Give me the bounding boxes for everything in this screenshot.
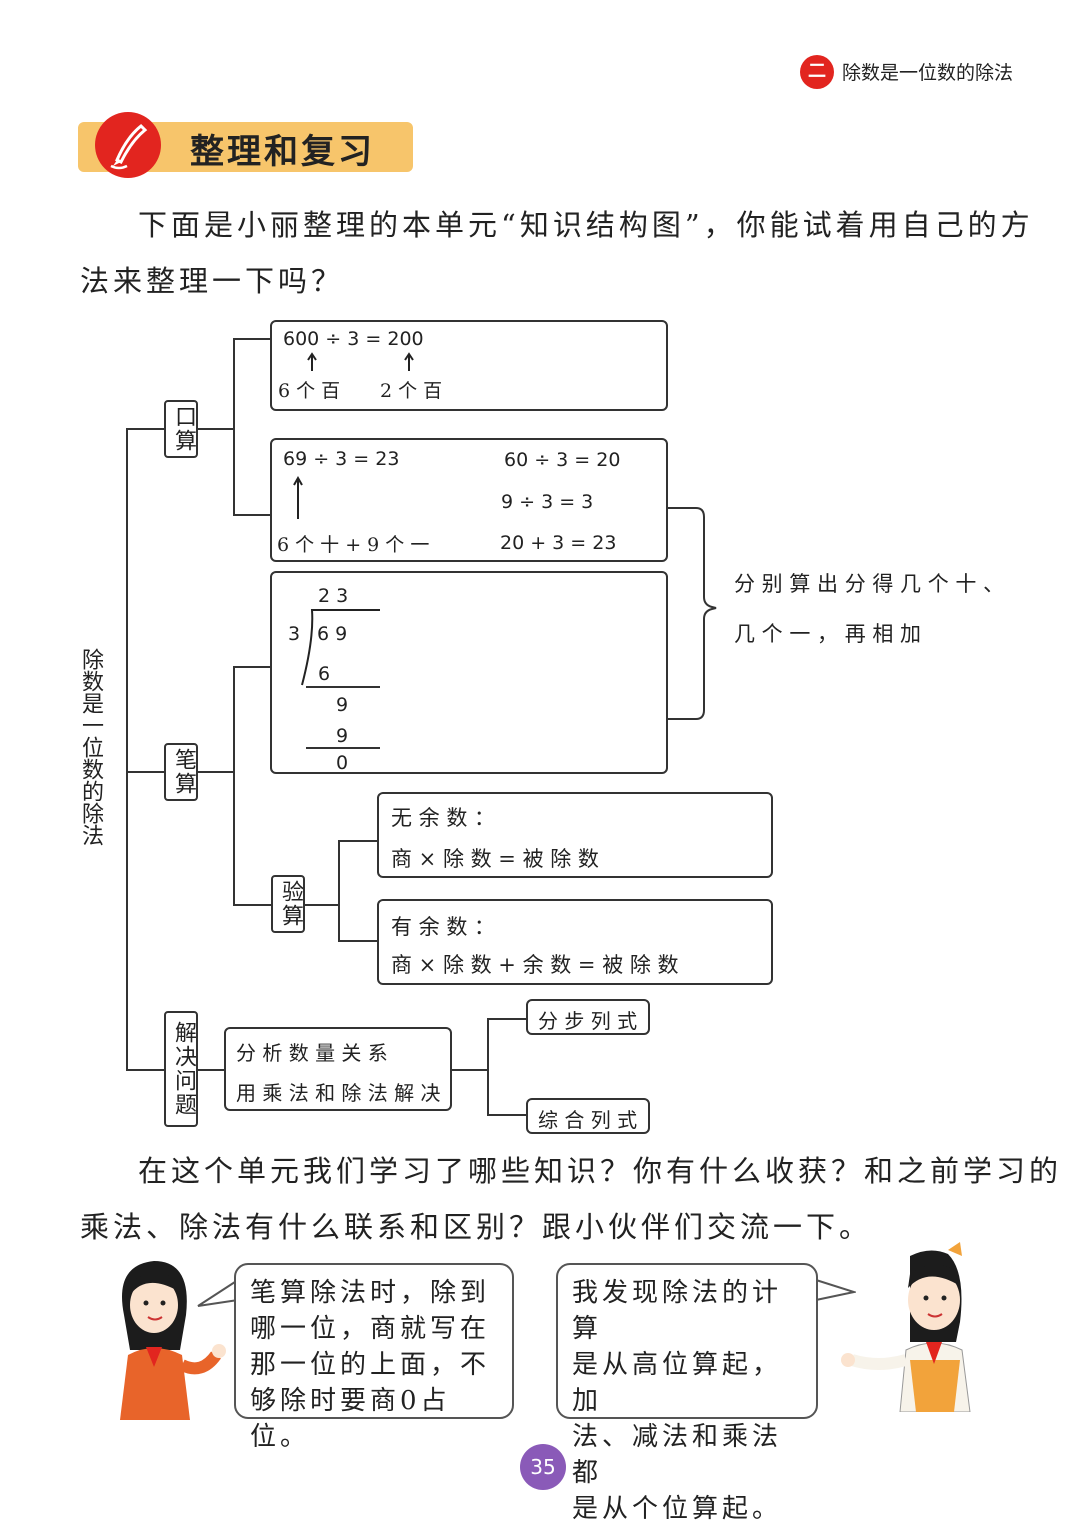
ld-step-2: 9	[336, 694, 349, 716]
oral-step-2: 9 ÷ 3 = 3	[501, 491, 594, 513]
arrow-up-icon	[404, 352, 414, 371]
oral-example-1: 600 ÷ 3 = 200 6 个 百 2 个 百	[270, 320, 668, 411]
oral-note-2: 6 个 十 + 9 个 一	[277, 534, 430, 556]
section-title: 整理和复习	[190, 132, 375, 172]
analysis-line-1: 分 析 数 量 关 系	[236, 1041, 388, 1065]
oral-note-1a: 6 个 百	[278, 380, 341, 402]
method-step-box: 分 步 列 式	[526, 999, 650, 1035]
chapter-title: 除数是一位数的除法	[842, 62, 1014, 84]
ld-dividend: 6 9	[317, 623, 348, 645]
connector	[338, 840, 340, 942]
connector	[198, 771, 234, 773]
bubble-tail-right	[815, 1279, 856, 1301]
arrow-up-icon	[307, 352, 317, 371]
label-written: 笔算	[164, 743, 198, 801]
speech-bubble-left: 笔算除法时，除到 哪一位，商就写在 那一位的上面，不 够除时要商0占位。	[234, 1263, 514, 1452]
ld-rule	[306, 686, 380, 688]
rem-title: 有 余 数 ：	[391, 915, 496, 939]
speech-bubble-right: 我发现除法的计算 是从高位算起，加 法、减法和乘法都 是从个位算起。	[556, 1263, 818, 1524]
connector	[233, 904, 271, 906]
connector	[233, 338, 235, 516]
page-number: 35	[520, 1444, 566, 1490]
method-step: 分 步 列 式	[538, 1009, 638, 1033]
pen-icon	[95, 112, 161, 178]
chapter-badge: 二	[800, 55, 834, 89]
bubble-right-line: 我发现除法的计算	[572, 1278, 783, 1344]
analysis-line-2: 用 乘 法 和 除 法 解 决	[236, 1081, 441, 1105]
intro-line-2: 法来整理一下吗？	[80, 264, 345, 298]
connector	[126, 1069, 164, 1071]
connector	[487, 1018, 527, 1020]
oral-expr-1: 600 ÷ 3 = 200	[283, 328, 424, 350]
ld-remainder: 0	[336, 752, 349, 774]
girl-character-left	[120, 1261, 226, 1420]
long-division-box: 2 3 3 6 9 6 9 9 0	[270, 571, 668, 774]
division-bracket	[301, 609, 380, 686]
connector	[451, 1069, 489, 1071]
question-line-1: 在这个单元我们学习了哪些知识？你有什么收获？和之前学习的	[138, 1154, 1063, 1188]
ld-step-3: 9	[336, 725, 349, 747]
question-line-2: 乘法、除法有什么联系和区别？跟小伙伴们交流一下。	[80, 1210, 873, 1244]
connector	[198, 428, 234, 430]
connector	[198, 1069, 224, 1071]
connector	[233, 338, 271, 340]
bubble-left-line: 够除时要商0占位。	[250, 1386, 451, 1452]
ld-divisor: 3	[288, 623, 301, 645]
connector	[126, 428, 164, 430]
label-oral: 口算	[164, 400, 198, 458]
root-label: 除数是一位数的除法	[78, 648, 103, 846]
ld-rule	[306, 747, 380, 749]
arrow-up-icon	[293, 476, 303, 519]
connector	[233, 666, 271, 668]
rem-formula: 商 × 除 数 + 余 数 = 被 除 数	[391, 953, 679, 977]
bubble-left-line: 笔算除法时，除到	[250, 1278, 491, 1308]
connector	[233, 666, 235, 906]
label-check: 验算	[271, 875, 305, 933]
ld-step-1: 6	[318, 663, 331, 685]
label-problem: 解决问题	[164, 1011, 198, 1127]
bubble-right-line: 是从高位算起，加	[572, 1350, 783, 1416]
connector	[338, 840, 378, 842]
brace-note-1: 分 别 算 出 分 得 几 个 十 、	[734, 572, 1005, 596]
connector	[233, 514, 271, 516]
oral-expr-2: 69 ÷ 3 = 23	[283, 448, 400, 470]
brace	[668, 507, 717, 720]
bubble-left-line: 那一位的上面，不	[250, 1350, 491, 1380]
girl-character-right	[841, 1242, 971, 1412]
oral-example-2: 69 ÷ 3 = 23 6 个 十 + 9 个 一 60 ÷ 3 = 20 9 …	[270, 438, 668, 562]
bubble-left-line: 哪一位，商就写在	[250, 1314, 491, 1344]
analysis-box: 分 析 数 量 关 系 用 乘 法 和 除 法 解 决	[224, 1027, 452, 1111]
connector	[338, 940, 378, 942]
connector	[126, 771, 164, 773]
connector	[126, 428, 128, 1071]
oral-step-3: 20 + 3 = 23	[500, 532, 617, 554]
no-rem-formula: 商 × 除 数 = 被 除 数	[391, 847, 599, 871]
brace-note-2: 几 个 一 ， 再 相 加	[734, 622, 922, 646]
bubble-right-line: 法、减法和乘法都	[572, 1422, 783, 1488]
ld-quotient: 2 3	[318, 585, 349, 607]
connector	[487, 1114, 527, 1116]
oral-step-1: 60 ÷ 3 = 20	[504, 449, 621, 471]
connector	[487, 1018, 489, 1116]
oral-note-1b: 2 个 百	[380, 380, 443, 402]
bubble-right-line: 是从个位算起。	[572, 1494, 783, 1524]
method-combined-box: 综 合 列 式	[526, 1098, 650, 1134]
bubble-tail-left	[197, 1279, 239, 1307]
connector	[305, 904, 339, 906]
intro-line-1: 下面是小丽整理的本单元“知识结构图”，你能试着用自己的方	[138, 208, 1034, 242]
check-with-remainder: 有 余 数 ： 商 × 除 数 + 余 数 = 被 除 数	[377, 899, 773, 985]
no-rem-title: 无 余 数 ：	[391, 806, 496, 830]
method-combined: 综 合 列 式	[538, 1108, 638, 1132]
check-no-remainder: 无 余 数 ： 商 × 除 数 = 被 除 数	[377, 792, 773, 878]
